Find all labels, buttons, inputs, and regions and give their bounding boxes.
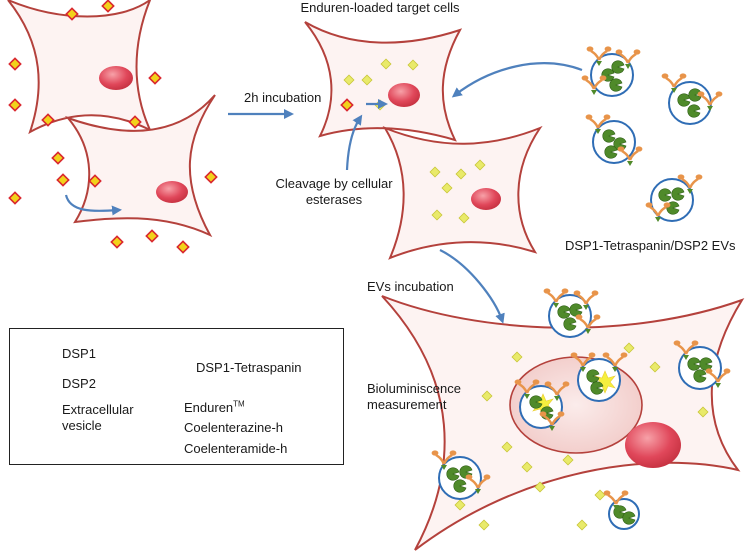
extracellular-vesicles-free	[580, 45, 724, 224]
nucleus	[388, 83, 420, 107]
label-enduren-loaded-cells: Enduren-loaded target cells	[300, 0, 460, 15]
arrow-cleavage	[345, 114, 363, 171]
cell-top-left	[7, 0, 153, 135]
label-cleavage: Cleavage by cellular esterases	[264, 176, 404, 208]
label-bioluminescence-line2: measurement	[367, 397, 447, 412]
label-bioluminescence: Bioluminiscence measurement	[367, 381, 461, 413]
cell-enduren-loaded	[304, 21, 463, 142]
legend-box	[9, 328, 344, 465]
legend-enduren-trademark: TM	[233, 399, 245, 409]
extracellular-vesicles-bound	[430, 287, 732, 530]
arrow-evs-to-cell	[451, 62, 583, 98]
nucleus	[471, 188, 501, 210]
label-cleavage-line1: Cleavage by cellular	[275, 176, 393, 191]
legend-ev-line2: vesicle	[62, 418, 102, 433]
legend-dsp1-label: DSP1	[62, 346, 96, 361]
legend-ev-label: Extracellular vesicle	[62, 402, 134, 434]
legend-ev-line1: Extracellular	[62, 402, 134, 417]
extracellular-vesicle	[660, 72, 724, 125]
extracellular-vesicle	[584, 113, 644, 168]
label-evs-incubation: EVs incubation	[367, 279, 454, 294]
label-cleavage-line2: esterases	[305, 192, 363, 207]
legend-dsp2-label: DSP2	[62, 376, 96, 391]
label-bioluminescence-line1: Bioluminiscence	[367, 381, 461, 396]
nucleus	[625, 422, 681, 468]
cell-middle-left	[64, 94, 216, 238]
label-dsp-evs: DSP1-Tetraspanin/DSP2 EVs	[565, 238, 736, 253]
process-arrows	[64, 62, 583, 324]
legend-coelenterazine-label: Coelenterazine-h	[184, 420, 284, 435]
extracellular-vesicle	[580, 45, 642, 97]
legend-enduren-label: EndurenTM	[184, 400, 245, 416]
cell-substrate-loaded	[382, 125, 543, 260]
arrow-evs-incubation	[439, 249, 505, 324]
legend-enduren-text: Enduren	[184, 400, 234, 415]
legend-coelenteramide-label: Coelenteramide-h	[184, 441, 288, 456]
arrow-uptake	[64, 194, 122, 216]
label-2h-incubation: 2h incubation	[244, 90, 322, 105]
nucleus	[156, 181, 188, 203]
legend-dsp1-tetraspanin-label: DSP1-Tetraspanin	[196, 360, 302, 375]
extracellular-vesicle	[644, 173, 704, 224]
extracellular-vesicle	[602, 489, 640, 530]
nucleus	[99, 66, 133, 90]
